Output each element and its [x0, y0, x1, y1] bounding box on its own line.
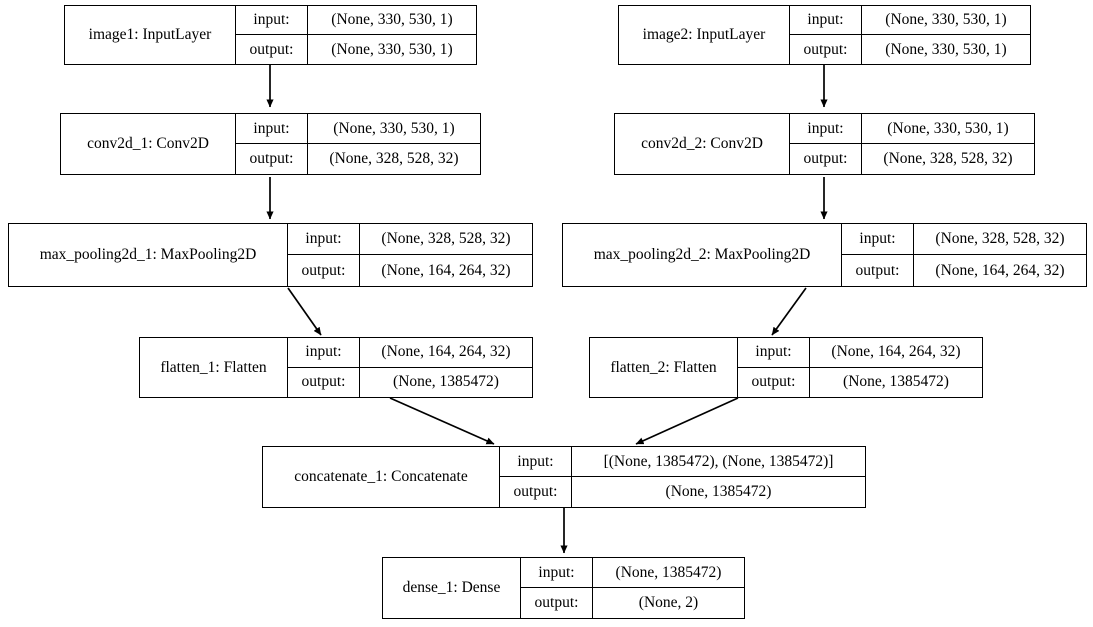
- node-flatten_1[interactable]: flatten_1: Flatten input: (None, 164, 26…: [139, 337, 533, 398]
- node-image1-input-shape: (None, 330, 530, 1): [331, 11, 453, 28]
- node-image1-output-row: output: (None, 330, 530, 1): [236, 35, 476, 64]
- node-dense_1-io: input: (None, 1385472) output: (None, 2): [521, 558, 744, 618]
- node-conv2d_1-title: conv2d_1: Conv2D: [61, 114, 236, 174]
- node-max_pooling2d_1-title: max_pooling2d_1: MaxPooling2D: [9, 224, 288, 286]
- node-max_pooling2d_1[interactable]: max_pooling2d_1: MaxPooling2D input: (No…: [8, 223, 533, 287]
- node-dense_1-input-row: input: (None, 1385472): [521, 558, 744, 588]
- node-concatenate_1-output-shape: (None, 1385472): [665, 483, 772, 500]
- node-dense_1-output-shape: (None, 2): [638, 594, 699, 611]
- node-image2-output-row: output: (None, 330, 530, 1): [790, 35, 1030, 64]
- output-label: output:: [521, 588, 593, 618]
- node-conv2d_2-title: conv2d_2: Conv2D: [615, 114, 790, 174]
- node-max_pooling2d_1-output-shape: (None, 164, 264, 32): [381, 261, 511, 279]
- node-concatenate_1-io: input: [(None, 1385472), (None, 1385472)…: [500, 447, 865, 507]
- input-label: input:: [288, 224, 360, 254]
- node-max_pooling2d_2-input-row: input: (None, 328, 528, 32): [842, 224, 1086, 255]
- input-label: input:: [842, 224, 914, 254]
- node-conv2d_1-input-row: input: (None, 330, 530, 1): [236, 114, 480, 144]
- node-image1-output-shape: (None, 330, 530, 1): [331, 40, 453, 58]
- node-conv2d_1-output-row: output: (None, 328, 528, 32): [236, 144, 480, 174]
- node-concatenate_1-title: concatenate_1: Concatenate: [263, 447, 500, 507]
- node-image2-io: input: (None, 330, 530, 1) output: (None…: [790, 6, 1030, 64]
- input-label: input:: [236, 114, 308, 143]
- node-max_pooling2d_2-io: input: (None, 328, 528, 32) output: (Non…: [842, 224, 1086, 286]
- input-label: input:: [790, 114, 862, 143]
- node-conv2d_2-io: input: (None, 330, 530, 1) output: (None…: [790, 114, 1034, 174]
- node-conv2d_2-output-shape: (None, 328, 528, 32): [883, 150, 1013, 167]
- node-flatten_1-input-shape: (None, 164, 264, 32): [381, 343, 511, 361]
- node-image1-input-row: input: (None, 330, 530, 1): [236, 6, 476, 35]
- output-label: output:: [738, 367, 810, 397]
- node-flatten_2-input-row: input: (None, 164, 264, 32): [738, 338, 982, 368]
- node-flatten_1-output-shape: (None, 1385472): [393, 373, 499, 391]
- output-label: output:: [236, 144, 308, 174]
- output-label: output:: [288, 255, 360, 286]
- input-label: input:: [236, 6, 308, 34]
- node-max_pooling2d_2[interactable]: max_pooling2d_2: MaxPooling2D input: (No…: [562, 223, 1087, 287]
- node-conv2d_2-input-shape: (None, 330, 530, 1): [887, 119, 1009, 137]
- input-label: input:: [288, 338, 360, 367]
- node-max_pooling2d_2-title: max_pooling2d_2: MaxPooling2D: [563, 224, 842, 286]
- node-flatten_2-output-shape: (None, 1385472): [843, 373, 949, 391]
- node-dense_1-title: dense_1: Dense: [383, 558, 521, 618]
- node-image2-output-shape: (None, 330, 530, 1): [885, 40, 1007, 58]
- input-label: input:: [521, 558, 593, 587]
- node-conv2d_2[interactable]: conv2d_2: Conv2D input: (None, 330, 530,…: [614, 113, 1035, 175]
- output-label: output:: [790, 35, 862, 64]
- node-concatenate_1-input-shape: [(None, 1385472), (None, 1385472)]: [603, 452, 834, 470]
- edge-flatten_1-to-concatenate_1: [389, 397, 495, 445]
- node-flatten_2-title: flatten_2: Flatten: [590, 338, 738, 397]
- node-flatten_2-io: input: (None, 164, 264, 32) output: (Non…: [738, 338, 982, 397]
- node-image2-title: image2: InputLayer: [619, 6, 790, 64]
- edge-max_pooling2d_1-to-flatten_1: [287, 287, 322, 336]
- node-image1[interactable]: image1: InputLayer input: (None, 330, 53…: [64, 5, 477, 65]
- node-conv2d_2-input-row: input: (None, 330, 530, 1): [790, 114, 1034, 144]
- node-max_pooling2d_1-output-row: output: (None, 164, 264, 32): [288, 255, 532, 286]
- node-dense_1[interactable]: dense_1: Dense input: (None, 1385472) ou…: [382, 557, 745, 619]
- node-dense_1-input-shape: (None, 1385472): [615, 563, 722, 581]
- node-max_pooling2d_1-input-shape: (None, 328, 528, 32): [381, 230, 511, 247]
- node-flatten_2-output-row: output: (None, 1385472): [738, 367, 982, 397]
- node-image1-io: input: (None, 330, 530, 1) output: (None…: [236, 6, 476, 64]
- node-dense_1-output-row: output: (None, 2): [521, 588, 744, 618]
- node-flatten_1-io: input: (None, 164, 264, 32) output: (Non…: [288, 338, 532, 397]
- node-max_pooling2d_1-input-row: input: (None, 328, 528, 32): [288, 224, 532, 255]
- node-image2-input-shape: (None, 330, 530, 1): [885, 11, 1007, 28]
- node-max_pooling2d_2-input-shape: (None, 328, 528, 32): [935, 230, 1065, 247]
- output-label: output:: [288, 367, 360, 397]
- node-conv2d_1-input-shape: (None, 330, 530, 1): [333, 119, 455, 137]
- output-label: output:: [500, 477, 572, 507]
- node-max_pooling2d_2-output-shape: (None, 164, 264, 32): [935, 261, 1065, 279]
- node-concatenate_1-input-row: input: [(None, 1385472), (None, 1385472)…: [500, 447, 865, 477]
- node-conv2d_1-io: input: (None, 330, 530, 1) output: (None…: [236, 114, 480, 174]
- node-conv2d_1-output-shape: (None, 328, 528, 32): [329, 150, 459, 167]
- node-max_pooling2d_2-output-row: output: (None, 164, 264, 32): [842, 255, 1086, 286]
- node-conv2d_2-output-row: output: (None, 328, 528, 32): [790, 144, 1034, 174]
- input-label: input:: [738, 338, 810, 367]
- node-flatten_2-input-shape: (None, 164, 264, 32): [831, 343, 961, 361]
- node-flatten_2[interactable]: flatten_2: Flatten input: (None, 164, 26…: [589, 337, 983, 398]
- node-concatenate_1-output-row: output: (None, 1385472): [500, 477, 865, 507]
- node-image2[interactable]: image2: InputLayer input: (None, 330, 53…: [618, 5, 1031, 65]
- edge-max_pooling2d_2-to-flatten_2: [771, 287, 807, 336]
- edge-flatten_2-to-concatenate_1: [635, 397, 739, 445]
- node-flatten_1-output-row: output: (None, 1385472): [288, 367, 532, 397]
- input-label: input:: [500, 447, 572, 476]
- node-concatenate_1[interactable]: concatenate_1: Concatenate input: [(None…: [262, 446, 866, 508]
- node-conv2d_1[interactable]: conv2d_1: Conv2D input: (None, 330, 530,…: [60, 113, 481, 175]
- output-label: output:: [790, 144, 862, 174]
- node-max_pooling2d_1-io: input: (None, 328, 528, 32) output: (Non…: [288, 224, 532, 286]
- node-flatten_1-title: flatten_1: Flatten: [140, 338, 288, 397]
- output-label: output:: [842, 255, 914, 286]
- input-label: input:: [790, 6, 862, 34]
- output-label: output:: [236, 35, 308, 64]
- node-image2-input-row: input: (None, 330, 530, 1): [790, 6, 1030, 35]
- node-image1-title: image1: InputLayer: [65, 6, 236, 64]
- node-flatten_1-input-row: input: (None, 164, 264, 32): [288, 338, 532, 368]
